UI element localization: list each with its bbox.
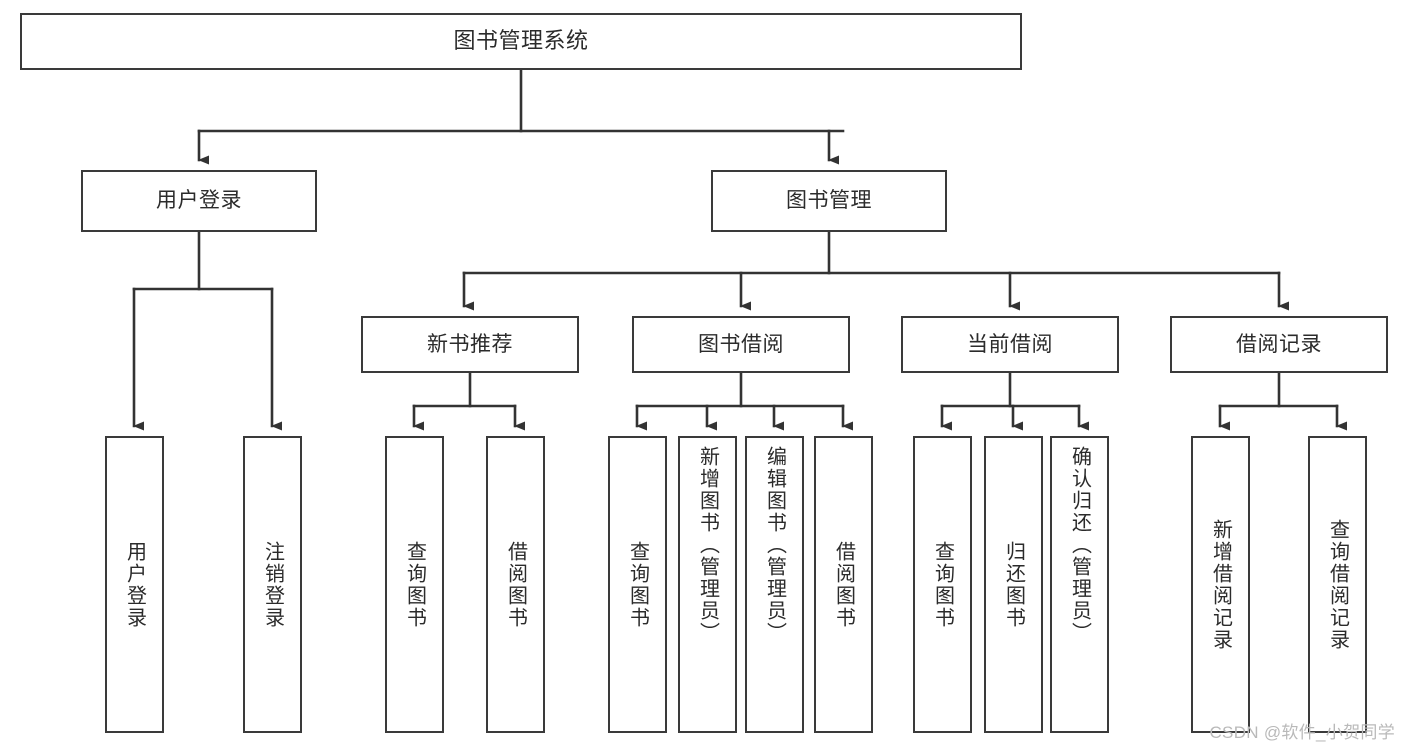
leaf-query-book-current[interactable]: 查询图书	[913, 436, 972, 733]
leaf-borrow-book-label: 借阅图书	[832, 540, 855, 629]
node-user-login[interactable]: 用户登录	[81, 170, 317, 232]
leaf-borrow-book[interactable]: 借阅图书	[814, 436, 873, 733]
node-current-borrow-label: 当前借阅	[967, 332, 1053, 356]
leaf-logout-login-label: 注销登录	[261, 540, 284, 629]
leaf-query-book-recommend[interactable]: 查询图书	[385, 436, 444, 733]
leaf-user-login-label: 用户登录	[123, 540, 146, 629]
node-new-book-recommend[interactable]: 新书推荐	[361, 316, 579, 373]
node-book-manage[interactable]: 图书管理	[711, 170, 947, 232]
leaf-return-book-label: 归还图书	[1002, 540, 1025, 629]
leaf-query-borrow-record[interactable]: 查询借阅记录	[1308, 436, 1367, 733]
leaf-add-borrow-record-label: 新增借阅记录	[1209, 518, 1232, 651]
node-book-borrow-label: 图书借阅	[698, 332, 784, 356]
node-root-system-label: 图书管理系统	[453, 28, 589, 54]
leaf-borrow-book-recommend-label: 借阅图书	[504, 540, 527, 629]
node-root-system[interactable]: 图书管理系统	[20, 13, 1022, 70]
leaf-edit-book-admin-label: 编辑图书（管理员）	[763, 446, 786, 644]
leaf-edit-book-admin[interactable]: 编辑图书（管理员）	[745, 436, 804, 733]
node-current-borrow[interactable]: 当前借阅	[901, 316, 1119, 373]
leaf-query-book-current-label: 查询图书	[931, 540, 954, 629]
leaf-borrow-book-recommend[interactable]: 借阅图书	[486, 436, 545, 733]
leaf-query-book-recommend-label: 查询图书	[403, 540, 426, 629]
leaf-confirm-return-admin-label: 确认归还（管理员）	[1068, 446, 1091, 644]
leaf-add-book-admin-label: 新增图书（管理员）	[696, 446, 719, 644]
leaf-query-book-borrow[interactable]: 查询图书	[608, 436, 667, 733]
leaf-query-borrow-record-label: 查询借阅记录	[1326, 518, 1349, 651]
node-book-manage-label: 图书管理	[786, 189, 872, 213]
node-user-login-label: 用户登录	[156, 189, 242, 213]
node-new-book-recommend-label: 新书推荐	[427, 332, 513, 356]
leaf-query-book-borrow-label: 查询图书	[626, 540, 649, 629]
leaf-add-borrow-record[interactable]: 新增借阅记录	[1191, 436, 1250, 733]
leaf-user-login[interactable]: 用户登录	[105, 436, 164, 733]
leaf-logout-login[interactable]: 注销登录	[243, 436, 302, 733]
node-book-borrow[interactable]: 图书借阅	[632, 316, 850, 373]
leaf-return-book[interactable]: 归还图书	[984, 436, 1043, 733]
leaf-add-book-admin[interactable]: 新增图书（管理员）	[678, 436, 737, 733]
node-borrow-record-label: 借阅记录	[1236, 332, 1322, 356]
leaf-confirm-return-admin[interactable]: 确认归还（管理员）	[1050, 436, 1109, 733]
node-borrow-record[interactable]: 借阅记录	[1170, 316, 1388, 373]
